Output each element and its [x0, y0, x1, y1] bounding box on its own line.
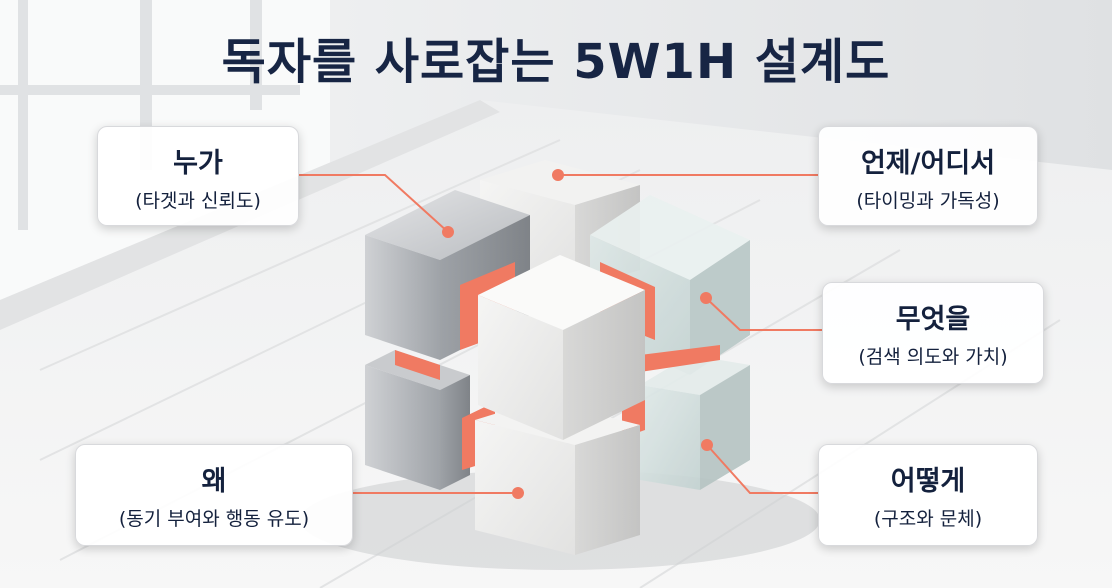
- label-why-sub: (동기 부여와 행동 유도): [118, 508, 310, 530]
- label-how-main: 어떻게: [890, 466, 966, 497]
- label-what-main: 무엇을: [895, 304, 971, 335]
- cube-front-top: [478, 255, 645, 440]
- label-how: 어떻게 (구조와 문체): [818, 444, 1038, 546]
- page-title: 독자를 사로잡는 5W1H 설계도: [221, 34, 891, 90]
- label-when-where: 언제/어디서 (타이밍과 가독성): [818, 126, 1038, 226]
- label-who-main: 누가: [173, 148, 223, 179]
- cube-front-bottom: [475, 400, 640, 555]
- connector-lines: [298, 174, 822, 494]
- cube-glass-bottom: [640, 355, 750, 490]
- label-what-sub: (검색 의도와 가치): [858, 346, 1008, 368]
- label-why-main: 왜: [201, 466, 227, 497]
- label-when-main: 언제/어디서: [860, 148, 996, 179]
- connector-dots: [442, 169, 713, 499]
- label-what: 무엇을 (검색 의도와 가치): [822, 282, 1044, 384]
- label-who-sub: (타겟과 신뢰도): [135, 190, 261, 212]
- label-why: 왜 (동기 부여와 행동 유도): [75, 444, 353, 546]
- label-when-sub: (타이밍과 가독성): [856, 190, 1000, 212]
- label-how-sub: (구조와 문체): [873, 508, 983, 530]
- label-who: 누가 (타겟과 신뢰도): [97, 126, 299, 226]
